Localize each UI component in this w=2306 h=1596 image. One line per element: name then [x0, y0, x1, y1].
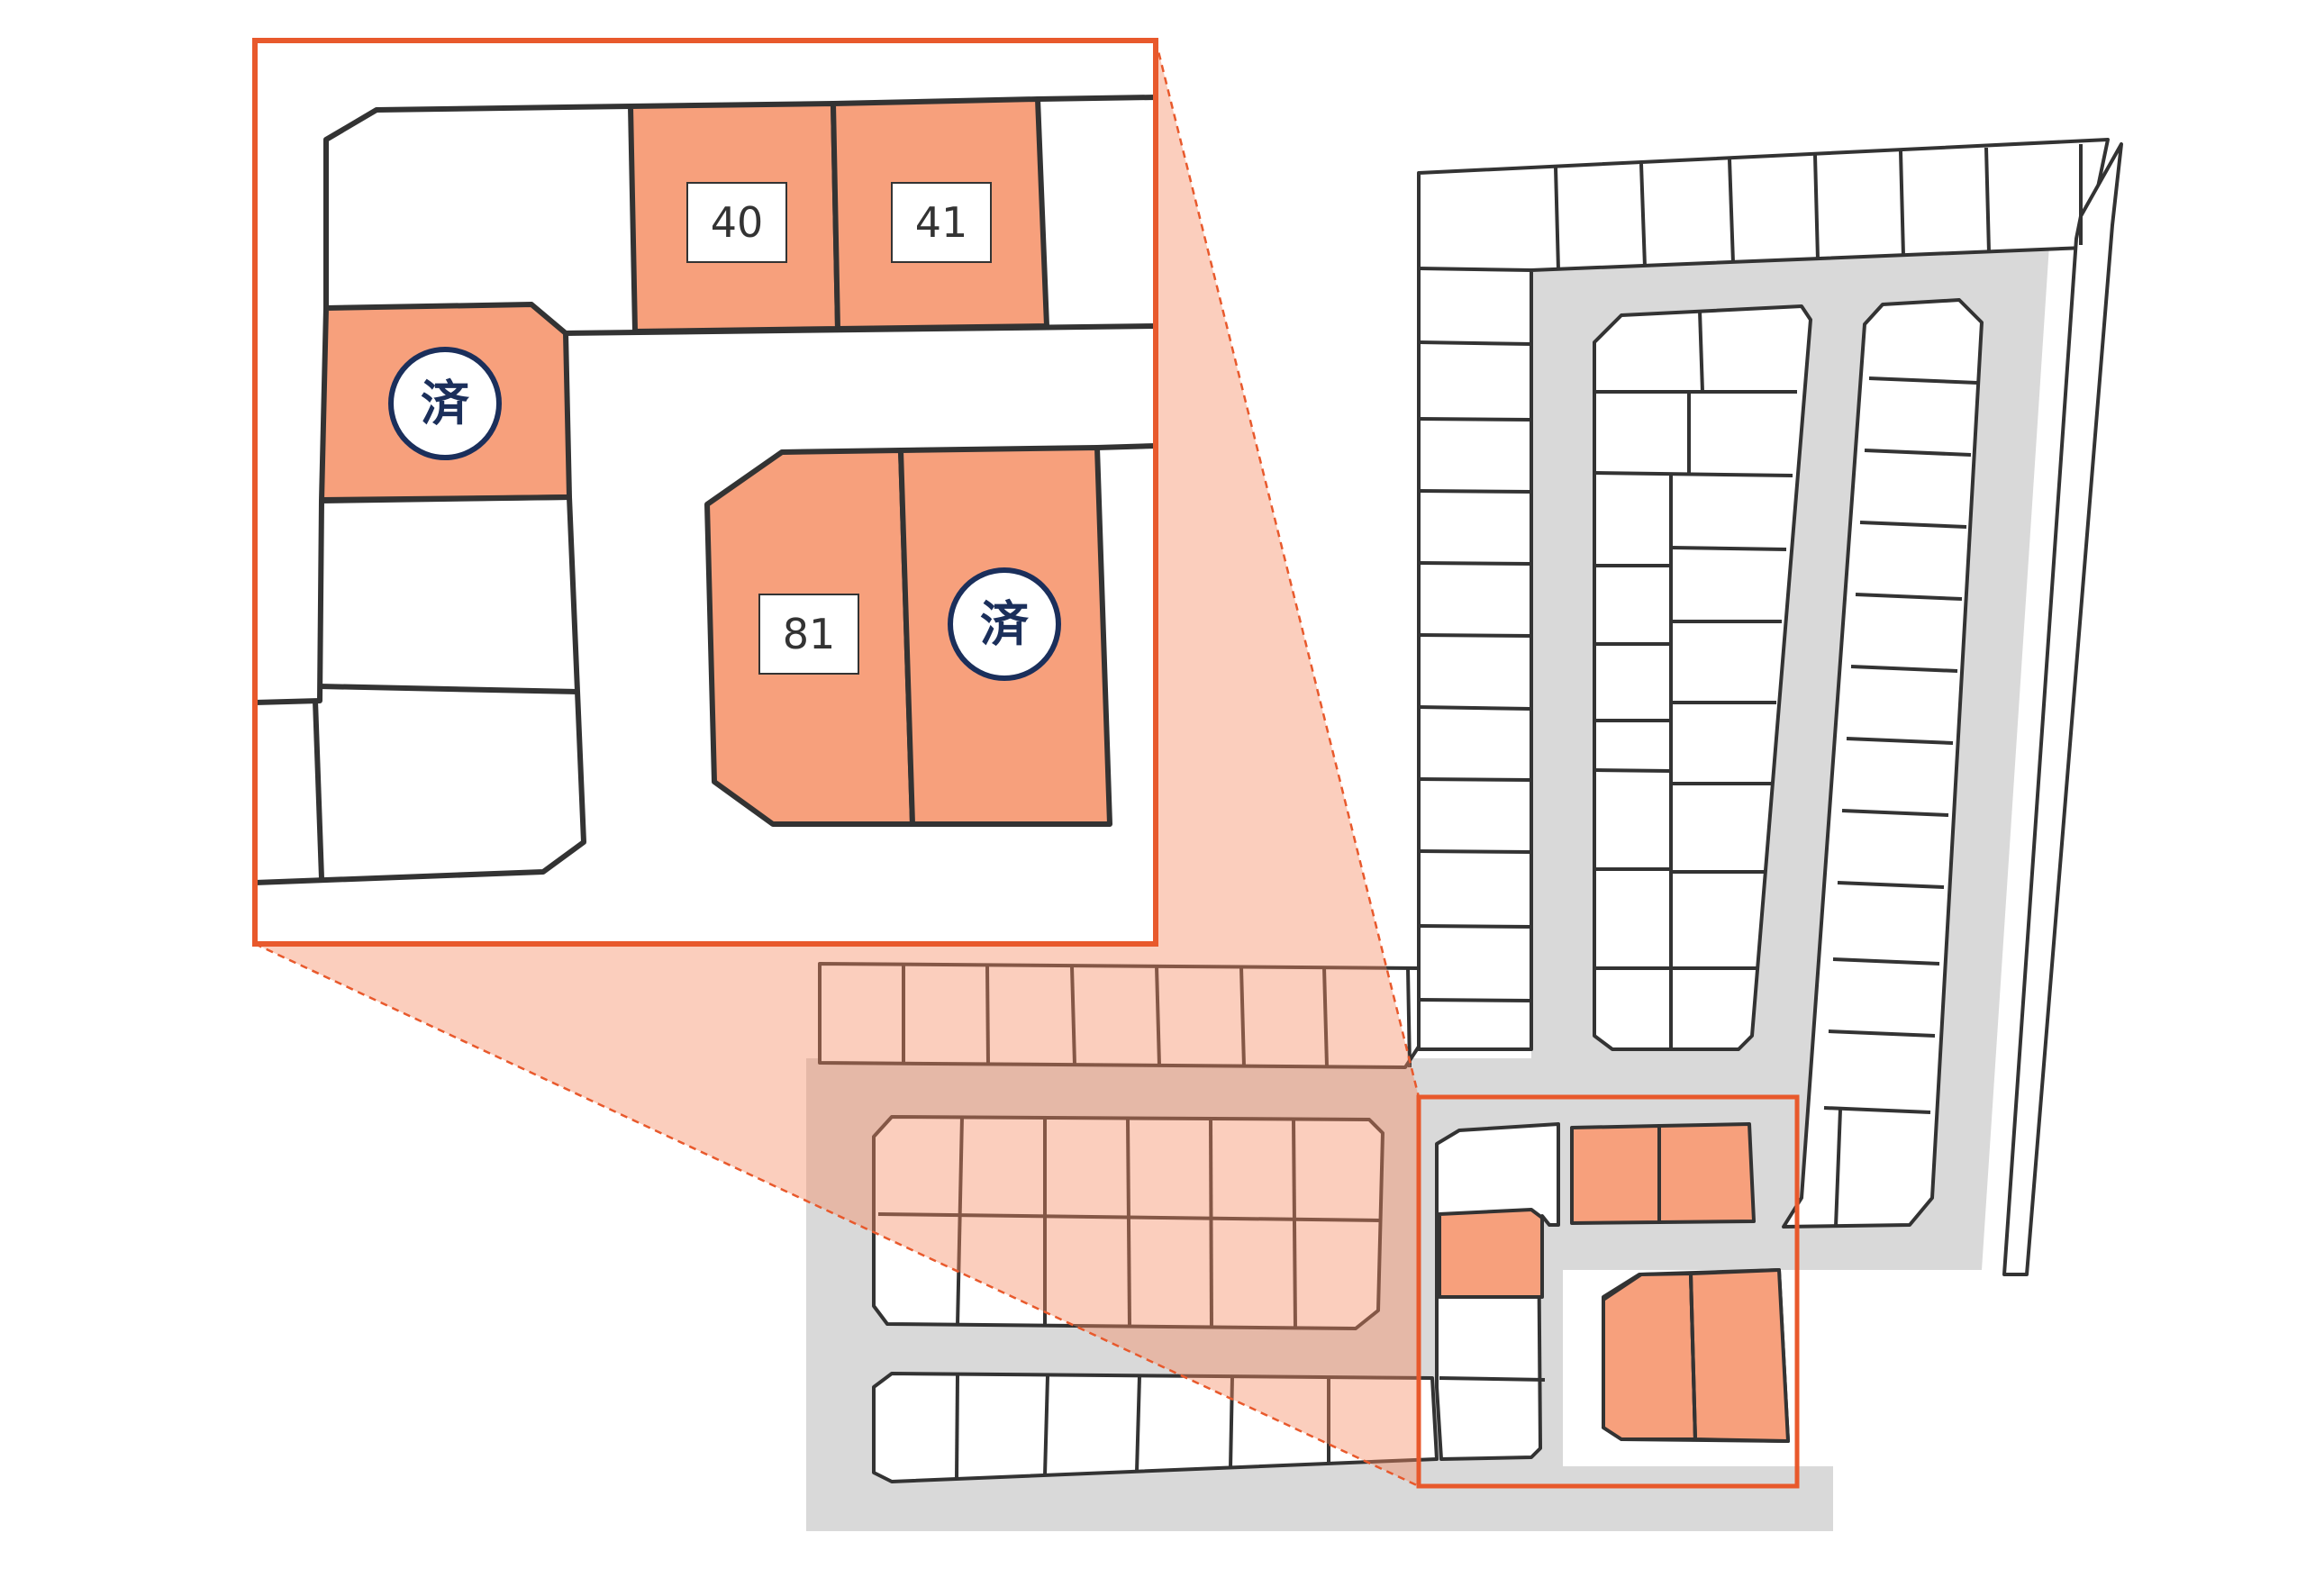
lot-41	[1657, 1122, 1756, 1224]
inset-lot-labels: 40 41 81	[686, 182, 992, 675]
projection-line-top	[1154, 40, 1421, 1098]
block-west-upper	[818, 962, 1421, 1069]
zoom-target-frame	[1416, 1094, 1800, 1489]
inset-bottom-left-lot-outline	[254, 496, 586, 885]
highlighted-lots	[1438, 1122, 1790, 1443]
zoom-inset-frame	[252, 38, 1158, 947]
sold-badge-left	[388, 347, 502, 460]
inset-left-lots-outline	[254, 500, 324, 705]
lot-sold-west	[1438, 1208, 1544, 1299]
lot-81	[1602, 1272, 1697, 1441]
lot-40-label-box	[686, 182, 787, 263]
inset-road-edge-mid	[565, 323, 1157, 336]
lot-81-number: 81	[783, 610, 836, 658]
lot-41-number: 41	[915, 198, 968, 247]
sold-badge-right	[948, 567, 1061, 681]
inset-bottom-left-lot-divider	[313, 700, 324, 879]
block-south-strip	[872, 1372, 1439, 1483]
inset-road-edge-mid-right	[1096, 443, 1157, 450]
inset-left-lot-divider-2	[319, 684, 577, 694]
zoom-inset: 40 41 81 済 済	[252, 38, 1158, 947]
sold-badge-right-label: 済	[980, 596, 1030, 653]
lot-40-number: 40	[711, 198, 764, 247]
block-inner-west	[1593, 304, 1812, 1051]
inset-top-left-lot-outline	[323, 104, 631, 308]
inset-top-road-edge	[1037, 95, 1157, 102]
overall-site-map	[806, 138, 2123, 1531]
lot-lines	[877, 144, 2083, 1480]
lot-41-label-box	[891, 182, 992, 263]
block-inner-east	[1782, 298, 1984, 1229]
inset-sold-badges: 済 済	[388, 347, 1061, 681]
sold-badge-left-label: 済	[421, 376, 470, 432]
lot-81-label-box	[758, 594, 859, 675]
lot-40	[1570, 1124, 1661, 1225]
inset-left-lot-divider	[321, 494, 570, 503]
lot-sold-east	[1689, 1268, 1790, 1443]
